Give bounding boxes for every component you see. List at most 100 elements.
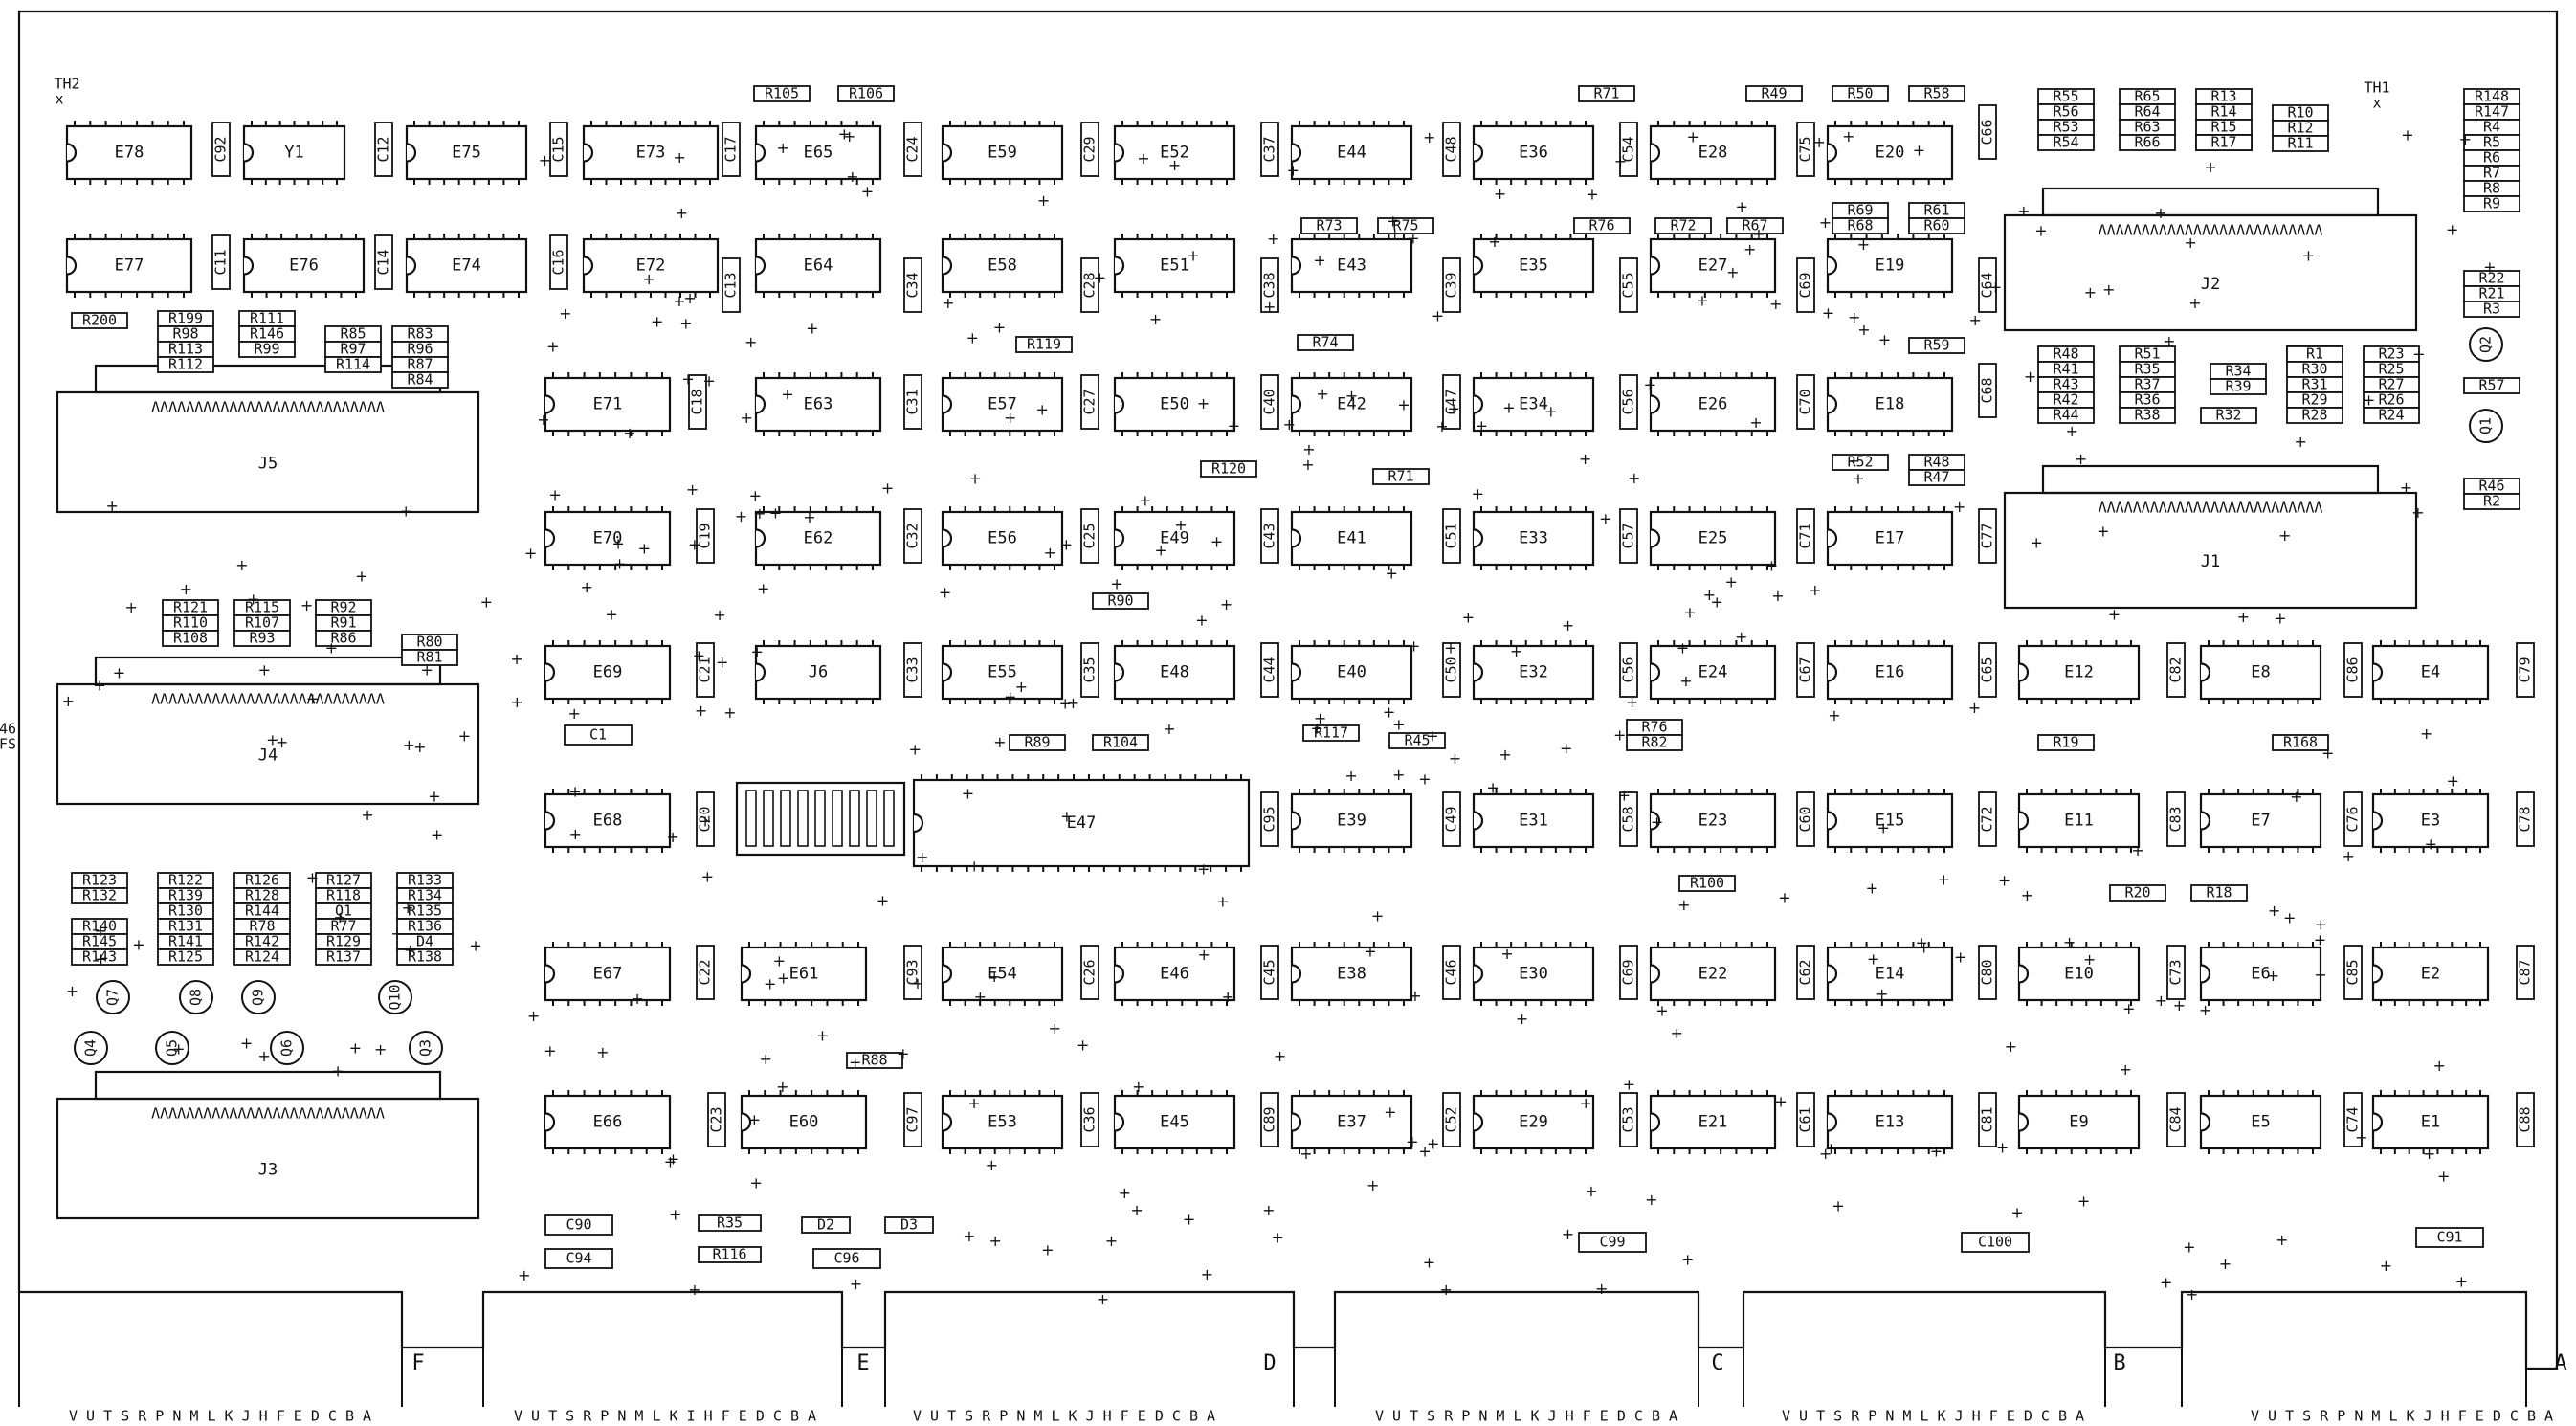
capacitor-c14: C14 — [374, 234, 393, 290]
resistor-r89: R89 — [1009, 734, 1066, 751]
resistor-r85: R85 — [324, 325, 382, 343]
via-mark: + — [2412, 345, 2425, 363]
via-mark: + — [1287, 161, 1299, 179]
resistor-r69: R69 — [1832, 202, 1889, 219]
resistor-body — [71, 312, 128, 329]
ic-body — [2199, 644, 2322, 701]
via-mark: + — [1388, 225, 1401, 243]
via-mark: + — [2267, 967, 2279, 985]
resistor-r115: R115 — [233, 599, 291, 616]
capacitor-label: C85 — [2344, 959, 2362, 985]
via-mark: + — [2097, 523, 2109, 541]
via-mark: + — [966, 328, 979, 346]
capacitor-body — [1260, 791, 1279, 847]
via-mark: + — [1392, 715, 1405, 733]
ic-chip-e72: E72 — [582, 234, 720, 298]
via-mark: + — [510, 650, 522, 668]
via-mark: + — [1345, 387, 1358, 405]
via-mark: + — [548, 485, 561, 503]
via-mark: + — [1671, 1024, 1683, 1042]
resistor-r110: R110 — [162, 614, 219, 632]
resistor-r117: R117 — [1302, 724, 1360, 742]
ic-body — [754, 510, 882, 567]
via-mark: + — [664, 1152, 677, 1170]
resistor-r114: R114 — [324, 356, 382, 373]
resistor-label: R68 — [1847, 217, 1873, 234]
resistor-label: R38 — [2134, 407, 2160, 424]
via-mark: + — [1472, 484, 1484, 502]
resistor-r104: R104 — [1092, 734, 1149, 751]
resistor-label: R9 — [2483, 195, 2500, 212]
capacitor-c62: C62 — [1796, 945, 1815, 1000]
ic-label: E12 — [2064, 663, 2094, 682]
capacitor-label: C48 — [1443, 136, 1460, 162]
via-mark: + — [1771, 587, 1784, 605]
ic-chip-e14: E14 — [1826, 942, 1954, 1006]
resistor-r80: R80 — [401, 634, 458, 651]
capacitor-body — [1080, 257, 1099, 313]
ic-notch — [1114, 394, 1125, 414]
capacitor-c88: C88 — [2516, 1092, 2535, 1147]
via-mark: + — [2083, 950, 2096, 969]
via-mark: + — [1765, 557, 1778, 575]
via-mark: + — [1210, 533, 1223, 551]
edge-section-letter-d: D — [1263, 1351, 1276, 1375]
via-mark: + — [1655, 1002, 1668, 1020]
resistor-label: R39 — [2225, 378, 2251, 395]
ic-chip-e75: E75 — [405, 121, 528, 185]
ic-body — [1113, 1094, 1236, 1150]
ic-chip-e34: E34 — [1472, 372, 1595, 436]
ic-body — [544, 376, 672, 433]
via-mark: + — [2423, 1145, 2435, 1163]
connector-label: J5 — [258, 455, 278, 474]
via-mark: + — [1916, 934, 1928, 952]
capacitor-c77: C77 — [1978, 508, 1997, 564]
capacitor-body — [2166, 1092, 2186, 1147]
ic-notch — [1291, 394, 1302, 414]
via-mark: + — [1499, 746, 1511, 764]
resistor-body — [1372, 468, 1430, 485]
via-mark: + — [306, 868, 319, 886]
resistor-label: R87 — [407, 356, 433, 373]
resistor-label: R97 — [340, 341, 366, 358]
resistor-r44: R44 — [2037, 407, 2095, 424]
via-mark: + — [843, 127, 855, 145]
resistor-label: R54 — [2053, 134, 2078, 151]
via-mark: + — [349, 1039, 362, 1058]
via-mark: + — [399, 502, 411, 521]
via-mark: + — [1049, 1019, 1061, 1037]
resistor-label: R89 — [1024, 734, 1050, 751]
capacitor-label: C50 — [1443, 657, 1460, 682]
resistor-label: R63 — [2134, 119, 2160, 136]
via-mark: + — [651, 313, 663, 331]
resistor-label: R61 — [1923, 202, 1949, 219]
resistor-body — [1388, 732, 1446, 749]
ic-body — [1649, 510, 1777, 567]
via-mark: + — [750, 642, 763, 660]
ic-notch — [1291, 1112, 1302, 1132]
capacitor-c23: C23 — [707, 1092, 726, 1147]
ic-chip-e40: E40 — [1290, 640, 1413, 704]
ic-label: E76 — [289, 256, 319, 276]
via-mark: + — [180, 580, 192, 598]
ic-label: E75 — [452, 144, 481, 163]
capacitor-body — [544, 1214, 613, 1236]
via-mark: + — [673, 292, 685, 310]
resistor-body — [1832, 217, 1889, 234]
ic-notch — [2372, 811, 2384, 831]
ic-chip-e37: E37 — [1290, 1090, 1413, 1154]
via-mark: + — [2077, 1192, 2090, 1211]
resistor-r92: R92 — [315, 599, 372, 616]
ic-body — [544, 946, 672, 1002]
edge-pin-row: V U T S R P N M L K J H F E D C B A — [1782, 1408, 2084, 1425]
resistor-label: R1 — [2306, 345, 2323, 363]
via-mark: + — [390, 925, 403, 943]
connector-lip — [2041, 187, 2380, 217]
capacitor-label: C45 — [1261, 959, 1278, 985]
edge-pin-row: V U T S R P N M L K J H F E D C B A — [1375, 1408, 1677, 1425]
resistor-r145: R145 — [71, 933, 128, 950]
resistor-label: R138 — [408, 948, 442, 966]
ic-label: E74 — [452, 256, 481, 276]
dip-switch-lever — [883, 790, 895, 847]
ic-chip-e24: E24 — [1649, 640, 1777, 704]
